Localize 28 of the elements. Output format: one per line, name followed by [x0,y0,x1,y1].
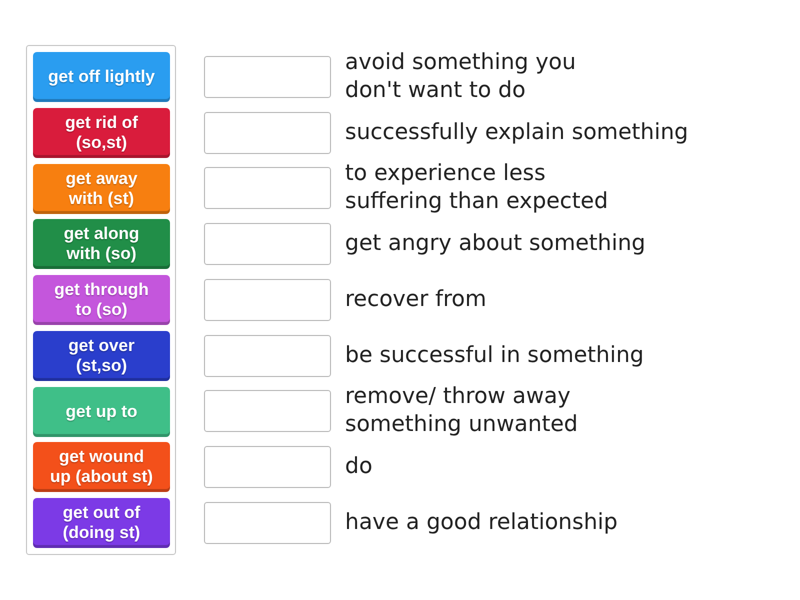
phrase-tile: get away with (st) [33,164,170,214]
phrase-tile: get up to [33,386,170,436]
definition-text: do [345,452,372,481]
answer-box [204,446,331,488]
definition-text: get angry about something [345,230,646,258]
definition-text: recover from [345,286,486,314]
phrase-tile: get along with (so) [33,219,170,270]
phrase-tile: get off lightly [33,52,170,102]
answer-box [204,223,331,266]
definition-text: remove/ throw away something unwanted [345,383,579,440]
phrase-tile: get over (st,so) [33,330,170,381]
definition-text: to experience less suffering than expected [345,160,610,216]
phrase-tile: get wound up (about st) [33,442,170,492]
answer-box [204,334,331,376]
answer-box [204,56,331,98]
answer-box [204,502,331,544]
definition-text: have a good relationship [345,508,618,537]
phrase-tile: get through to (so) [33,275,170,325]
answer-box [204,167,331,210]
definition-text: successfully explain something [345,118,688,147]
answer-box [204,390,331,432]
answer-box [204,278,331,321]
tile-panel [26,45,176,555]
answer-box [204,112,331,154]
phrase-tile: get out of (doing st) [33,498,170,548]
definition-text: avoid something you don't want to do [345,49,577,105]
definition-text: be successful in something [345,342,644,370]
phrase-tile: get rid of (so,st) [33,108,170,158]
